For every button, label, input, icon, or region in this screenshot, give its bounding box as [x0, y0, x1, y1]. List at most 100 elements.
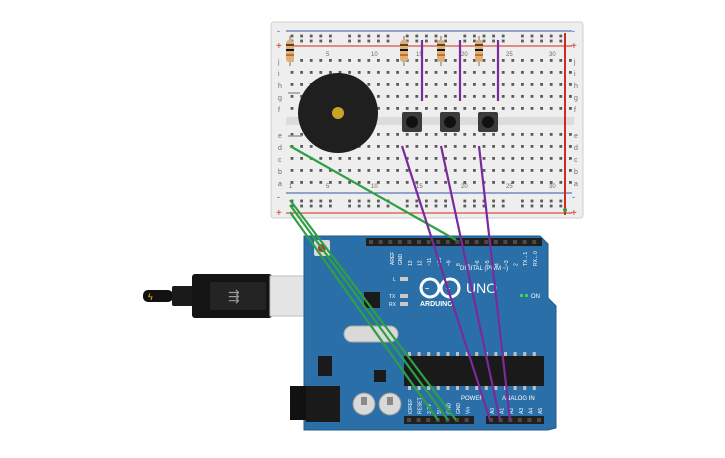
breadboard-hole[interactable] — [357, 169, 361, 172]
breadboard-hole[interactable] — [482, 145, 486, 148]
header-pin[interactable] — [426, 240, 431, 244]
breadboard-hole[interactable] — [444, 83, 447, 86]
breadboard-hole[interactable] — [559, 169, 563, 172]
breadboard-hole[interactable] — [309, 59, 313, 62]
breadboard-hole[interactable] — [492, 169, 495, 172]
rail-hole[interactable] — [357, 204, 361, 208]
breadboard-hole[interactable] — [396, 107, 399, 110]
breadboard-hole[interactable] — [492, 83, 495, 86]
breadboard-hole[interactable] — [473, 181, 476, 184]
breadboard-hole[interactable] — [559, 145, 563, 148]
breadboard-hole[interactable] — [530, 157, 534, 160]
breadboard-hole[interactable] — [396, 59, 399, 62]
breadboard-hole[interactable] — [511, 133, 515, 136]
breadboard-hole[interactable] — [482, 157, 486, 160]
header-pin[interactable] — [416, 418, 421, 422]
breadboard-hole[interactable] — [482, 71, 486, 74]
header-pin[interactable] — [455, 418, 459, 422]
rail-hole[interactable] — [367, 34, 371, 38]
breadboard-hole[interactable] — [348, 157, 351, 160]
rail-hole[interactable] — [357, 39, 361, 43]
breadboard-hole[interactable] — [405, 133, 409, 136]
rail-hole[interactable] — [367, 204, 371, 208]
breadboard-hole[interactable] — [405, 95, 409, 98]
header-pin[interactable] — [503, 240, 508, 244]
breadboard-hole[interactable] — [569, 169, 572, 172]
breadboard-hole[interactable] — [549, 133, 553, 136]
breadboard-hole[interactable] — [540, 169, 543, 172]
rail-hole[interactable] — [329, 204, 332, 208]
breadboard-hole[interactable] — [386, 157, 390, 160]
breadboard-hole[interactable] — [405, 181, 409, 184]
rail-hole[interactable] — [425, 199, 428, 203]
breadboard-hole[interactable] — [501, 71, 505, 74]
breadboard-hole[interactable] — [377, 181, 380, 184]
breadboard-hole[interactable] — [453, 181, 457, 184]
breadboard-hole[interactable] — [473, 157, 476, 160]
breadboard-hole[interactable] — [511, 157, 515, 160]
header-pin[interactable] — [426, 418, 431, 422]
rail-hole[interactable] — [319, 199, 323, 203]
rail-hole[interactable] — [492, 34, 495, 38]
breadboard-hole[interactable] — [290, 181, 294, 184]
breadboard-hole[interactable] — [329, 181, 332, 184]
breadboard-hole[interactable] — [309, 145, 313, 148]
breadboard-hole[interactable] — [377, 59, 380, 62]
breadboard-hole[interactable] — [434, 133, 438, 136]
rail-hole[interactable] — [319, 34, 323, 38]
breadboard-hole[interactable] — [559, 83, 563, 86]
breadboard-hole[interactable] — [425, 169, 428, 172]
breadboard-hole[interactable] — [540, 83, 543, 86]
breadboard-hole[interactable] — [377, 169, 380, 172]
rail-hole[interactable] — [444, 204, 447, 208]
breadboard-hole[interactable] — [319, 157, 323, 160]
breadboard-hole[interactable] — [492, 157, 495, 160]
breadboard-hole[interactable] — [405, 107, 409, 110]
breadboard-hole[interactable] — [444, 107, 447, 110]
header-pin[interactable] — [388, 240, 393, 244]
resistor-2[interactable] — [400, 36, 408, 66]
breadboard-hole[interactable] — [549, 71, 553, 74]
rail-hole[interactable] — [348, 204, 351, 208]
breadboard-hole[interactable] — [492, 133, 495, 136]
breadboard-hole[interactable] — [396, 83, 399, 86]
breadboard-hole[interactable] — [540, 107, 543, 110]
breadboard-hole[interactable] — [386, 133, 390, 136]
rail-hole[interactable] — [434, 39, 438, 43]
breadboard-hole[interactable] — [425, 181, 428, 184]
rail-hole[interactable] — [501, 204, 505, 208]
breadboard-hole[interactable] — [540, 157, 543, 160]
breadboard-hole[interactable] — [396, 157, 399, 160]
breadboard-hole[interactable] — [386, 145, 390, 148]
breadboard-hole[interactable] — [348, 169, 351, 172]
breadboard-hole[interactable] — [463, 133, 467, 136]
breadboard-hole[interactable] — [482, 83, 486, 86]
breadboard-hole[interactable] — [521, 181, 524, 184]
breadboard-hole[interactable] — [511, 145, 515, 148]
rail-hole[interactable] — [501, 199, 505, 203]
rail-hole[interactable] — [559, 204, 563, 208]
rail-hole[interactable] — [300, 199, 303, 203]
breadboard-hole[interactable] — [434, 181, 438, 184]
resistors[interactable] — [286, 36, 483, 66]
purple-wire-a2[interactable] — [477, 145, 512, 421]
rail-hole[interactable] — [329, 39, 332, 43]
rail-hole[interactable] — [482, 204, 486, 208]
breadboard-hole[interactable] — [473, 169, 476, 172]
header-pin[interactable] — [445, 240, 450, 244]
rail-hole[interactable] — [482, 39, 486, 43]
breadboard-hole[interactable] — [434, 83, 438, 86]
breadboard-hole[interactable] — [569, 145, 572, 148]
breadboard-hole[interactable] — [415, 145, 419, 148]
breadboard-hole[interactable] — [367, 169, 371, 172]
breadboard-hole[interactable] — [569, 181, 572, 184]
breadboard-hole[interactable] — [569, 133, 572, 136]
rail-hole[interactable] — [309, 204, 313, 208]
breadboard-hole[interactable] — [473, 107, 476, 110]
breadboard-hole[interactable] — [434, 157, 438, 160]
breadboard-hole[interactable] — [521, 145, 524, 148]
rail-hole[interactable] — [530, 39, 534, 43]
breadboard-hole[interactable] — [549, 95, 553, 98]
rail-hole[interactable] — [530, 34, 534, 38]
rail-hole[interactable] — [300, 34, 303, 38]
